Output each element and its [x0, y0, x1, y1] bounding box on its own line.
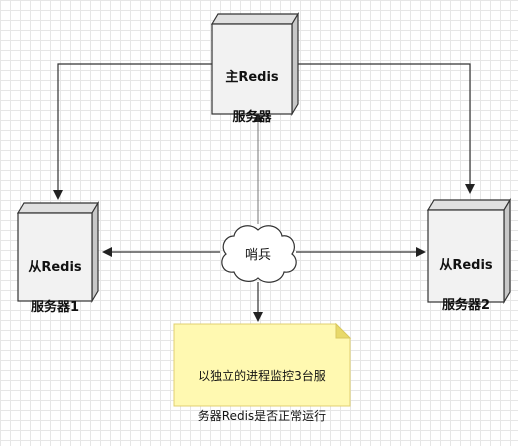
sentinel-label: 哨兵: [244, 248, 271, 263]
slave2-server-box: [426, 197, 512, 305]
master-to-slave2-arrow: [292, 63, 475, 194]
slave2-server-label: 从Redis 服务器2: [428, 236, 504, 336]
master-server-label: 主Redis 服务器: [212, 48, 292, 148]
note-line1: 以独立的进程监控3台服: [198, 369, 326, 383]
slave1-label-line1: 从Redis: [28, 260, 82, 275]
note-text: 以独立的进程监控3台服 务器Redis是否正常运行: [176, 346, 348, 446]
slave1-server-label: 从Redis 服务器1: [18, 238, 92, 338]
master-label-line1: 主Redis: [225, 70, 279, 85]
sentinel-cloud: [221, 225, 297, 283]
slave2-label-line2: 服务器2: [441, 298, 491, 313]
master-server-box: [210, 11, 300, 117]
master-label-line2: 服务器: [232, 110, 272, 125]
slave2-label-line1: 从Redis: [439, 258, 493, 273]
note-shape: [173, 322, 352, 407]
slave1-label-line2: 服务器1: [30, 300, 80, 315]
note-line2: 务器Redis是否正常运行: [197, 409, 327, 423]
slave1-server-box: [16, 200, 100, 304]
master-to-slave1-arrow: [53, 63, 212, 200]
